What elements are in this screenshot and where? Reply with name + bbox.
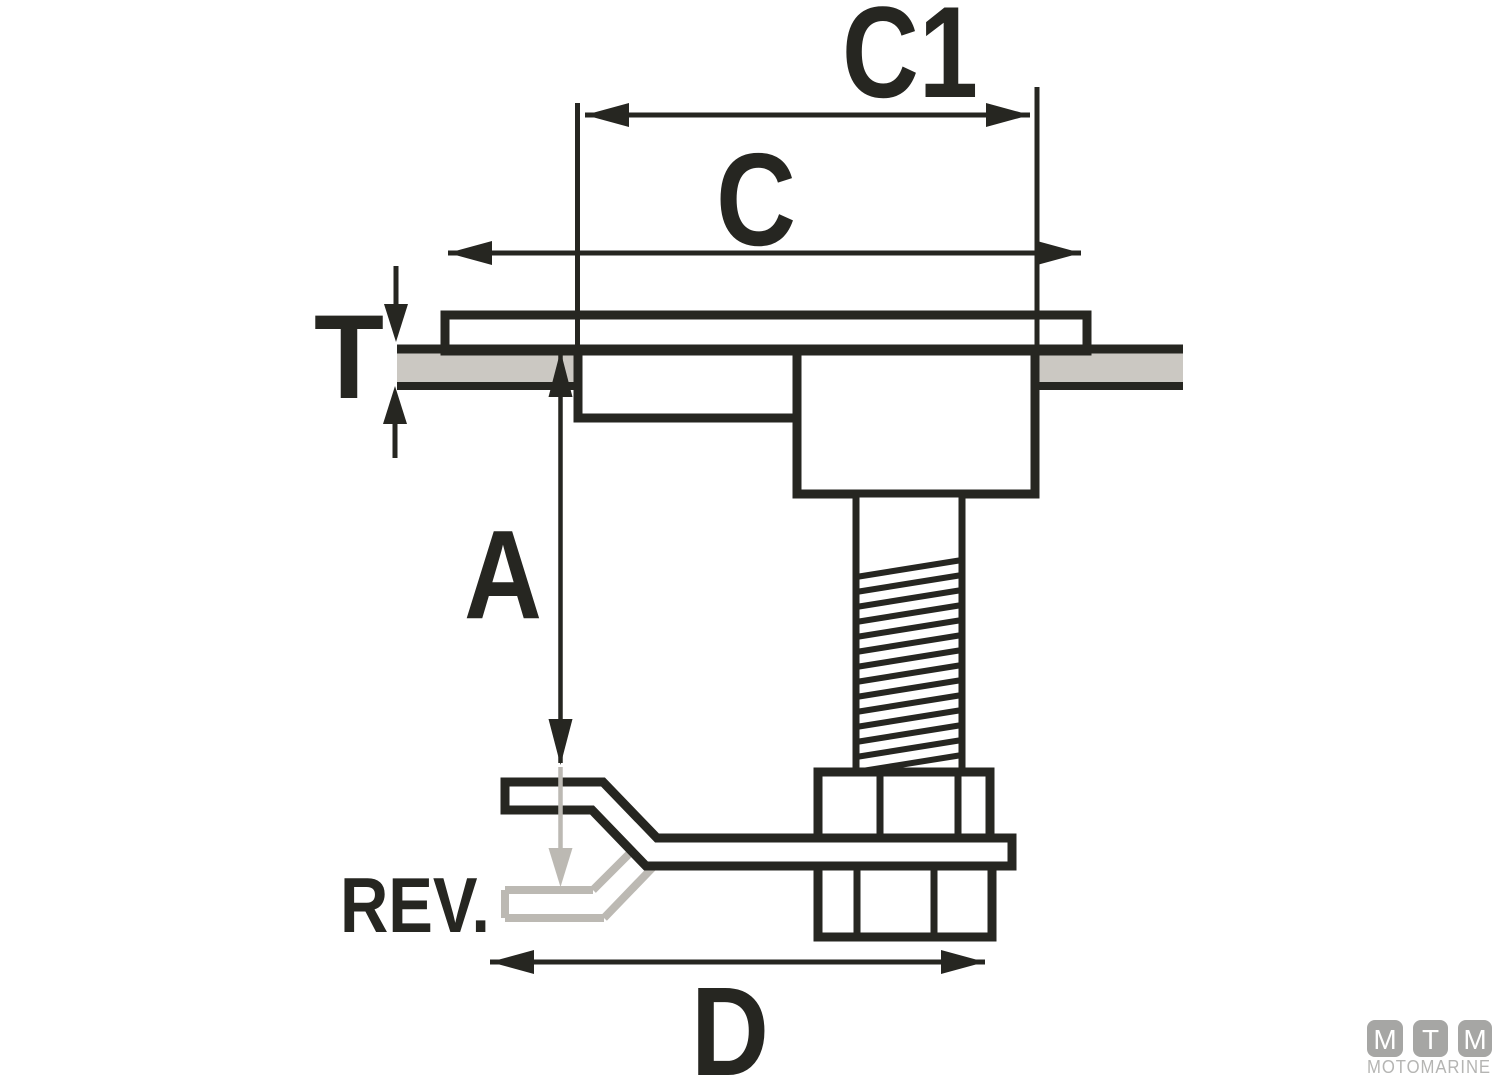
logo-block-1 xyxy=(1367,1020,1403,1057)
label-c: C xyxy=(716,126,796,273)
logo-letter-3: M xyxy=(1463,1024,1486,1055)
nut-lower-facets xyxy=(853,866,938,937)
logo-letter-1: M xyxy=(1373,1024,1396,1055)
logo-block-2 xyxy=(1413,1020,1448,1057)
label-rev: REV. xyxy=(340,861,490,949)
arrowhead-icon xyxy=(1037,241,1081,265)
extension-lines xyxy=(575,87,1040,348)
arrowhead-icon xyxy=(448,241,492,265)
logo-letter-2: T xyxy=(1422,1024,1439,1055)
nut-upper-facets xyxy=(876,772,962,838)
arrowhead-icon xyxy=(384,304,408,342)
dimension-t xyxy=(383,266,408,458)
latch-body xyxy=(792,346,1040,499)
nut-lower xyxy=(813,861,997,942)
label-d: D xyxy=(691,961,769,1080)
arrowhead-icon xyxy=(383,386,407,424)
arrowhead-icon xyxy=(548,351,573,397)
dimension-a xyxy=(548,351,573,765)
ghost-arrowhead-icon xyxy=(548,848,573,887)
label-t: T xyxy=(314,290,384,424)
housing-sleeve xyxy=(573,346,802,423)
bolt-thread xyxy=(855,557,963,775)
reversed-position-arrow xyxy=(548,767,573,887)
dimension-c xyxy=(448,241,1081,265)
dimension-d xyxy=(490,950,985,974)
logo-subtitle: MOTOMARINE xyxy=(1367,1057,1491,1077)
dimension-c1 xyxy=(585,103,1030,127)
arrowhead-icon xyxy=(548,719,573,765)
arrowhead-icon xyxy=(986,103,1030,127)
cam-arm-reversed-ghost xyxy=(501,833,660,922)
cam-arm xyxy=(500,777,1017,871)
logo-block-3 xyxy=(1458,1020,1492,1057)
bolt xyxy=(852,490,966,776)
arrowhead-icon xyxy=(941,950,985,974)
arrowhead-icon xyxy=(585,103,629,127)
mtm-logo: M T M MOTOMARINE xyxy=(1367,1020,1492,1077)
label-a: A xyxy=(464,504,542,645)
label-c1: C1 xyxy=(842,0,978,125)
nut-upper xyxy=(813,767,995,843)
arrowhead-icon xyxy=(490,950,534,974)
